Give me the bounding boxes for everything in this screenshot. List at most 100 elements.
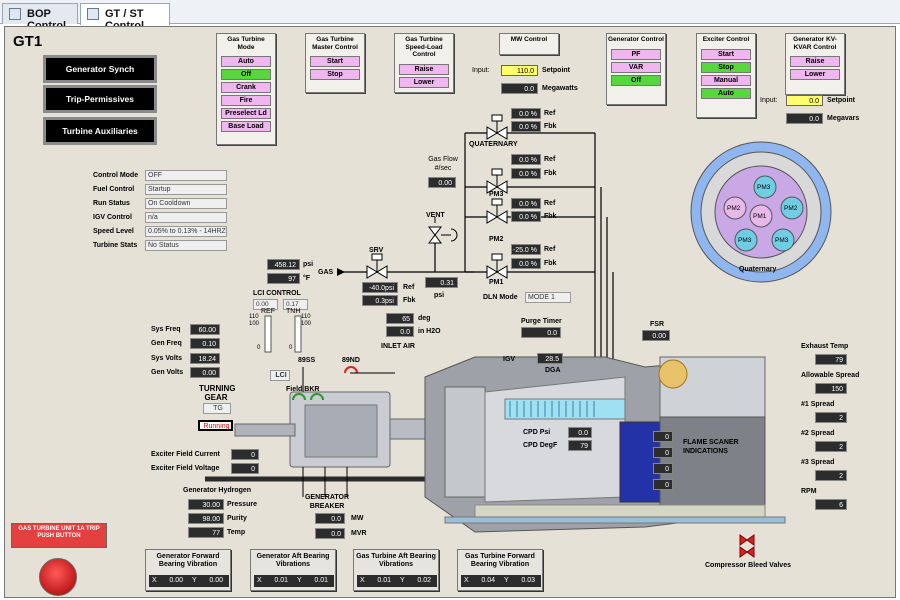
speed-lower-button[interactable]: Lower xyxy=(399,76,449,88)
lci-control-title: LCI CONTROL xyxy=(253,290,301,297)
pm2-fbk-value: 0.0 % xyxy=(511,211,541,222)
vibration-x-value: 0.01 xyxy=(377,577,391,584)
cpd-psi-label: CPD Psi xyxy=(523,429,551,436)
vibration-x-value: 0.00 xyxy=(169,577,183,584)
hydrogen-title: Generator Hydrogen xyxy=(183,487,252,494)
generator-synch-button[interactable]: Generator Synch xyxy=(43,55,157,83)
lci-box[interactable]: LCI xyxy=(270,370,290,381)
pm3-ref-value: 0.0 % xyxy=(511,154,541,165)
kvar-lower-button[interactable]: Lower xyxy=(790,69,840,80)
vibration-panel: Generator Forward Bearing Vibration X 0.… xyxy=(145,549,231,591)
gas-pressure-unit: psi xyxy=(303,261,314,268)
flame-scanner-value: 0 xyxy=(653,431,673,442)
status-label: IGV Control xyxy=(93,214,132,221)
exciter-manual-button[interactable]: Manual xyxy=(701,74,751,86)
trip-permissives-button[interactable]: Trip-Permissives xyxy=(43,85,157,113)
flame-scanner-value: 0 xyxy=(653,463,673,474)
hydrogen-label: Temp xyxy=(227,529,246,536)
lci-ref-value: 0.00 xyxy=(253,299,278,310)
mw-input-field[interactable]: 110.0 xyxy=(501,65,538,76)
y-label: Y xyxy=(192,577,197,584)
gen-elec-label: Gen Volts xyxy=(151,369,184,376)
srv-fbk-value: 0.3psi xyxy=(362,295,398,306)
gt-control-panel: GT1 Generator Synch Trip-Permissives Tur… xyxy=(4,26,896,598)
vibration-readout: X 0.04 Y 0.03 xyxy=(461,575,541,587)
ref-label: Ref xyxy=(544,110,556,117)
kvar-control-title: Generator KV-KVAR Control xyxy=(793,36,837,51)
mode-fire-button[interactable]: Fire xyxy=(221,95,271,106)
mode-crank-button[interactable]: Crank xyxy=(221,82,271,93)
compressor-bleed-label: Compressor Bleed Valves xyxy=(705,562,791,569)
mode-base-load-button[interactable]: Base Load xyxy=(221,121,271,132)
exhaust-value: 2 xyxy=(815,441,847,452)
x-label: X xyxy=(464,577,469,584)
gen-off-button[interactable]: Off xyxy=(611,74,661,86)
gen-var-button[interactable]: VAR xyxy=(611,61,661,73)
vibration-title: Generator Aft Bearing Vibrations xyxy=(256,553,330,568)
ref-label: Ref xyxy=(544,156,556,163)
purge-timer-label: Purge Timer xyxy=(521,318,562,325)
turbine-auxiliaries-button[interactable]: Turbine Auxiliaries xyxy=(43,117,157,145)
master-stop-button[interactable]: Stop xyxy=(310,69,360,80)
vibration-title: Gas Turbine Aft Bearing Vibrations xyxy=(356,553,436,568)
speed-raise-button[interactable]: Raise xyxy=(399,63,449,75)
mode-off-button[interactable]: Off xyxy=(221,69,271,80)
nozzle-label: PM3 xyxy=(738,237,752,244)
gen-breaker-mvr-value: 0.0 xyxy=(315,528,345,539)
lci-tnh-value: 0.17 xyxy=(283,299,308,310)
nozzle-label: PM2 xyxy=(784,205,798,212)
vibration-readout: X 0.01 Y 0.01 xyxy=(254,575,334,587)
trip-button-circle[interactable] xyxy=(39,558,77,596)
pm3-fbk-value: 0.0 % xyxy=(511,168,541,179)
exciter-control-title: Exciter Control xyxy=(702,36,750,43)
kvar-setpoint-label: Setpoint xyxy=(827,97,855,104)
mode-auto-button[interactable]: Auto xyxy=(221,56,271,67)
srv-ref-value: -40.0psi xyxy=(362,282,398,293)
pm2-ref-value: 0.0 % xyxy=(511,198,541,209)
pm2-valve-label: PM2 xyxy=(489,236,504,243)
cpd-degf-label: CPD DegF xyxy=(523,442,558,449)
kvar-raise-button[interactable]: Raise xyxy=(790,56,840,67)
exhaust-label: #3 Spread xyxy=(801,459,835,466)
kvar-input-field[interactable]: 0.0 xyxy=(786,95,823,106)
igv-dga-label: DGA xyxy=(545,367,561,374)
lci-scale-bottom: 0 xyxy=(257,345,261,351)
lci-scale-mid: 100 xyxy=(301,321,312,327)
hydrogen-value: 30.00 xyxy=(188,499,224,510)
vibration-y-value: 0.00 xyxy=(209,577,223,584)
mw-setpoint-label: Setpoint xyxy=(542,67,570,74)
status-label: Speed Level xyxy=(93,228,134,235)
tab-bop-control[interactable]: BOP Control xyxy=(2,3,78,32)
vibration-readout: X 0.01 Y 0.02 xyxy=(357,575,437,587)
gen-elec-value: 60.00 xyxy=(190,324,220,335)
gas-pressure-value: 458.12 xyxy=(267,259,300,270)
gen-pf-button[interactable]: PF xyxy=(611,48,661,60)
exciter-start-button[interactable]: Start xyxy=(701,48,751,60)
gen-control-title: Generator Control xyxy=(608,36,664,43)
breaker-89nd-label: 89ND xyxy=(342,357,360,364)
vibration-x-value: 0.04 xyxy=(481,577,495,584)
exciter-stop-button[interactable]: Stop xyxy=(701,61,751,73)
nozzle-label: PM1 xyxy=(753,213,767,220)
exhaust-label: RPM xyxy=(801,488,817,495)
inlet-h2o-label: in H2O xyxy=(418,328,441,335)
nozzle-label: PM3 xyxy=(757,184,771,191)
tab-gt-st-control[interactable]: GT / ST Control xyxy=(80,3,170,32)
nozzle-label: PM2 xyxy=(727,205,741,212)
fsr-value: 0.00 xyxy=(642,330,670,341)
lci-tnh-label: TNH xyxy=(286,308,301,315)
gen-breaker-mvr-label: MVR xyxy=(351,530,367,537)
fbk-label: Fbk xyxy=(544,123,557,130)
y-label: Y xyxy=(400,577,405,584)
gen-elec-value: 18.24 xyxy=(190,353,220,364)
lci-scale-top: 110 xyxy=(249,314,259,320)
field-bkr-label: Field BKR xyxy=(286,386,320,393)
mode-preselect-button[interactable]: Preselect Ld xyxy=(221,108,271,119)
exciter-auto-button[interactable]: Auto xyxy=(701,87,751,99)
tg-box[interactable]: TG xyxy=(203,403,231,414)
exciter-field-value: 0 xyxy=(231,463,259,474)
turning-gear-label: TURNING GEAR xyxy=(199,384,236,402)
trip-push-button[interactable]: GAS TURBINE UNIT 1A TRIP PUSH BUTTON xyxy=(11,523,107,548)
exciter-control-panel: Exciter Control Start Stop Manual Auto xyxy=(696,33,756,118)
master-start-button[interactable]: Start xyxy=(310,56,360,67)
